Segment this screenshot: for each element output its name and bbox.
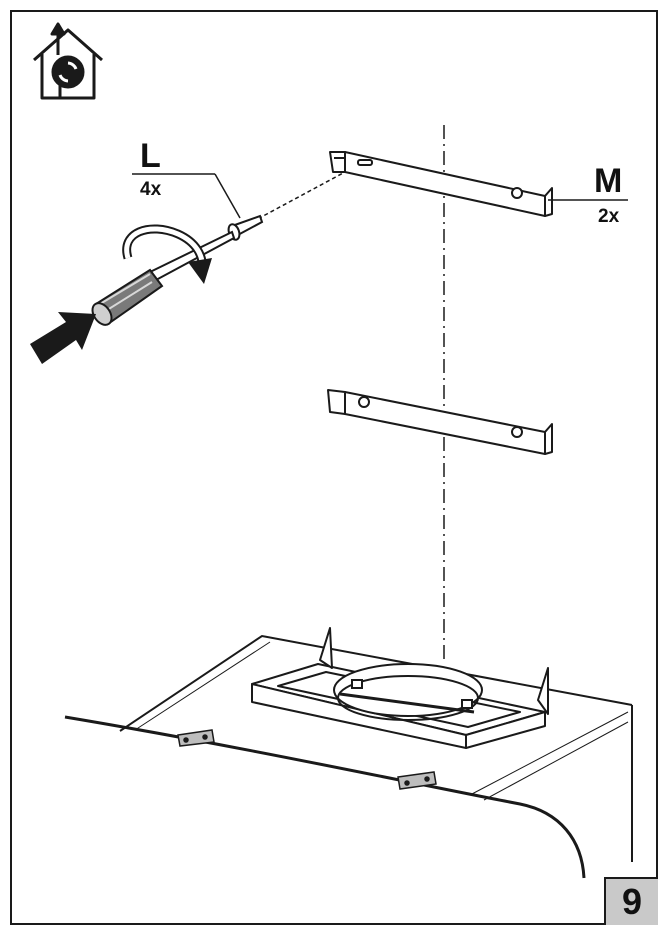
- screw-label-quantity: 4x: [140, 179, 162, 200]
- exhaust-collar: [333, 663, 483, 721]
- push-arrow-icon: [30, 312, 96, 364]
- rotation-arrow-icon: [122, 224, 212, 284]
- screwdriver-icon: [91, 230, 236, 326]
- top-bracket: [329, 151, 553, 217]
- screw-label-letter: L: [140, 137, 161, 175]
- middle-bracket: [327, 389, 553, 455]
- bracket-label-quantity: 2x: [598, 206, 620, 227]
- page-number-badge: 9: [604, 877, 658, 925]
- callout-lines: [132, 171, 628, 223]
- hinge-right: [397, 771, 437, 790]
- page-number: 9: [621, 881, 643, 922]
- bracket-label-letter: M: [594, 162, 623, 200]
- house-exhaust-icon: [33, 22, 103, 100]
- diagram-frame: [10, 10, 658, 925]
- screw-l: [227, 214, 264, 241]
- hinge-left: [177, 729, 215, 747]
